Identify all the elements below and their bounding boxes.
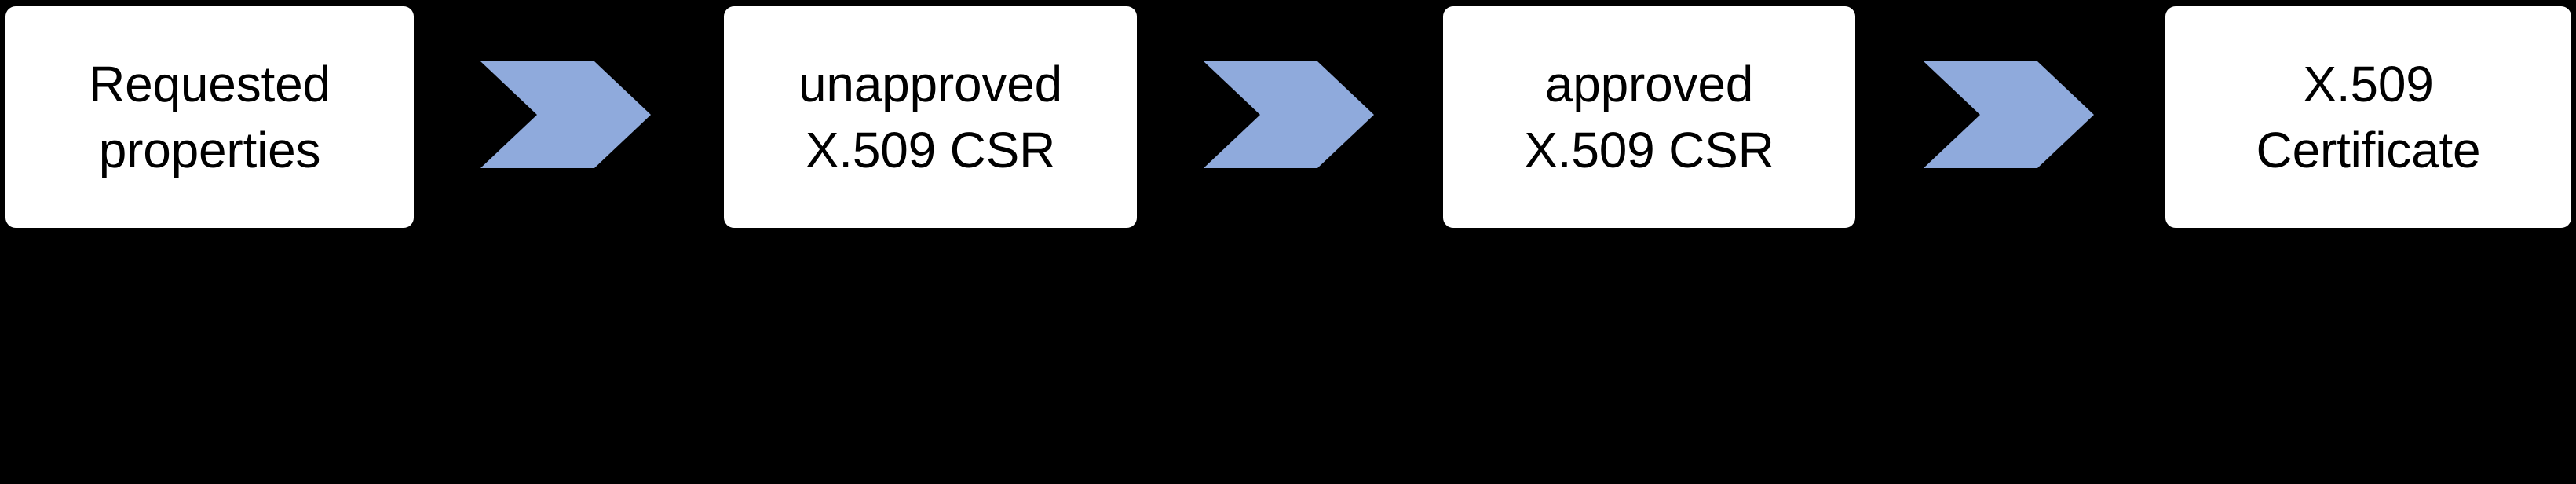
flow-node-label-line2: X.509 CSR <box>805 122 1056 178</box>
flow-node-label-line2: Certificate <box>2256 122 2481 178</box>
flow-node-label-line1: Requested <box>89 55 331 112</box>
chevron-right-arrow-icon <box>480 61 651 168</box>
flow-node-approved-csr[interactable]: approved X.509 CSR <box>1443 6 1855 228</box>
flow-node-requested-properties[interactable]: Requested properties <box>5 6 414 228</box>
flow-node-label-line2: X.509 CSR <box>1524 122 1774 178</box>
flow-node-label-line1: unapproved <box>798 55 1063 112</box>
flow-node-label-line1: approved <box>1544 55 1754 112</box>
flow-node-label-line2: properties <box>98 122 321 178</box>
flow-node-unapproved-csr[interactable]: unapproved X.509 CSR <box>724 6 1137 228</box>
chevron-right-arrow-icon <box>1924 61 2094 168</box>
chevron-right-arrow-icon <box>1204 61 1374 168</box>
flow-node-x509-certificate[interactable]: X.509 Certificate <box>2165 6 2571 228</box>
flow-node-label-line1: X.509 <box>2303 55 2434 112</box>
